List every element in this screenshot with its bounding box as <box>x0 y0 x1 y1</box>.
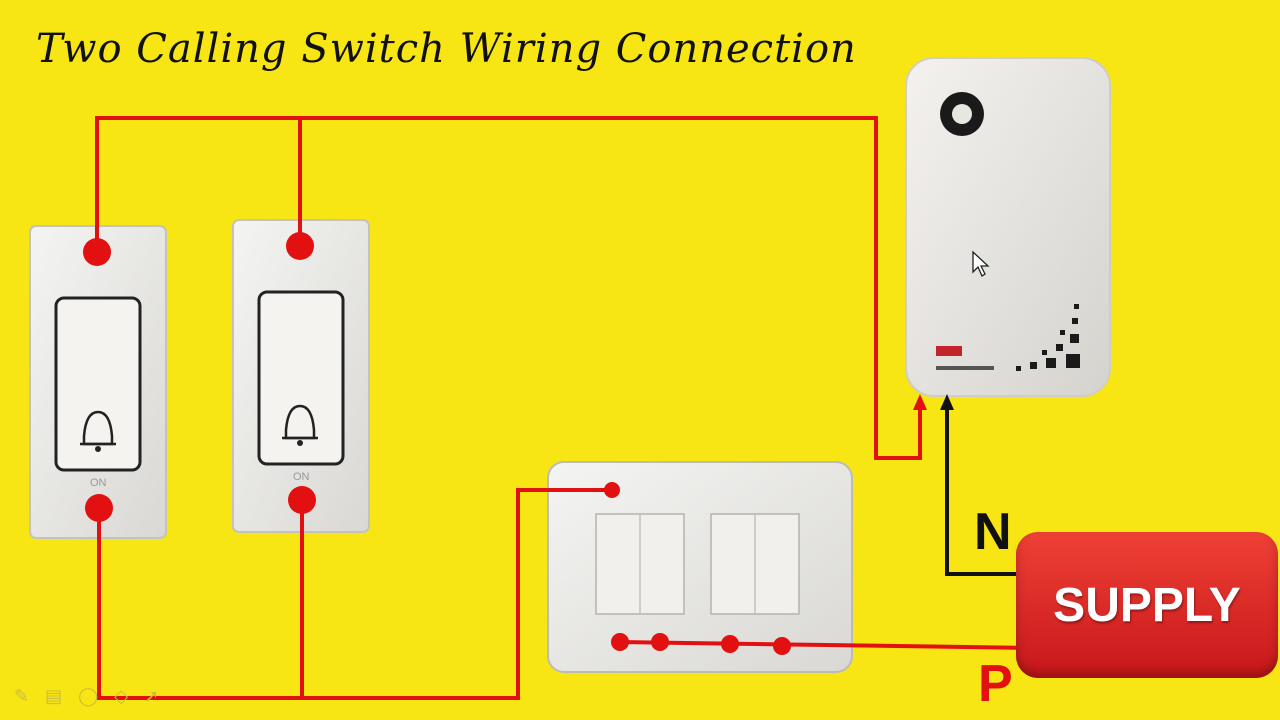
terminal <box>721 635 739 653</box>
on-label: ON <box>293 471 310 483</box>
bell-icon <box>282 404 318 446</box>
supply-label: SUPPLY <box>1053 578 1241 632</box>
bell-push-button-1[interactable] <box>54 296 142 472</box>
bell-push-button-2[interactable] <box>257 290 345 466</box>
phase-label: P <box>978 655 1013 713</box>
bell-switch-1: ON <box>29 225 167 539</box>
bell-switch-2: ON <box>232 219 370 533</box>
presentation-toolbar: ✎ ▤ ◯ ◇ ➚ <box>14 686 159 707</box>
doorbell-unit <box>905 57 1111 397</box>
on-label: ON <box>90 477 107 489</box>
phase-wires <box>95 116 1033 700</box>
eraser-icon[interactable]: ◇ <box>114 686 129 707</box>
supply-box: SUPPLY <box>1016 532 1278 678</box>
terminal <box>85 494 113 522</box>
neutral-arrow-icon <box>940 394 954 410</box>
slides-icon[interactable]: ▤ <box>45 686 63 707</box>
terminal <box>288 486 316 514</box>
switch-board <box>547 461 853 673</box>
terminal <box>611 633 629 651</box>
mouse-cursor-icon <box>972 250 990 277</box>
circle-icon[interactable]: ◯ <box>78 686 99 707</box>
terminal <box>286 232 314 260</box>
terminal <box>604 482 620 498</box>
page-title: Two Calling Switch Wiring Connection <box>36 26 857 72</box>
phase-arrow-icon <box>913 394 927 410</box>
pen-icon[interactable]: ✎ <box>14 686 30 707</box>
pointer-icon[interactable]: ➚ <box>144 686 160 707</box>
brand-tagline <box>936 366 994 370</box>
dots-pattern <box>1016 304 1080 371</box>
neutral-label: N <box>974 503 1012 561</box>
bell-icon <box>80 410 116 452</box>
brand-logo <box>936 346 962 356</box>
terminal <box>651 633 669 651</box>
terminal <box>83 238 111 266</box>
terminal <box>773 637 791 655</box>
